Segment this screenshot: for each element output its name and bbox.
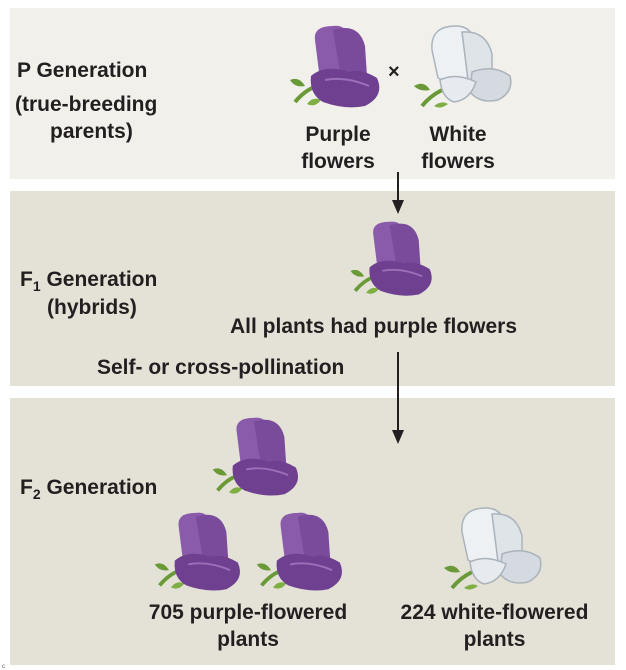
purple-flower-icon [290, 25, 380, 108]
p-generation-title: P Generation [17, 59, 148, 82]
pollination-label: Self- or cross-pollination [97, 356, 345, 379]
purple-flower-icon [154, 512, 240, 591]
f1-title-subscript: 1 [32, 278, 41, 295]
f1-title-suffix: Generation [40, 268, 158, 291]
f1-result-label: All plants had purple flowers [230, 315, 518, 338]
f2-generation-title: F2 Generation [20, 474, 157, 508]
purple-flower-icon [256, 512, 342, 591]
f2-title-subscript: 2 [32, 486, 41, 503]
f1-generation-subtitle: (hybrids) [47, 296, 137, 319]
f1-generation-title: F1 Generation [20, 266, 157, 300]
f1-title-prefix: F [20, 268, 33, 291]
white-flowers-label-line1: White [429, 123, 487, 146]
p-generation-subtitle-line1: (true-breeding [15, 93, 158, 116]
arrow-p-to-f1-head [392, 200, 404, 214]
arrow-p-to-f1-line [397, 172, 399, 202]
purple-flower-icon [350, 221, 432, 296]
f2-white-count-line1: 224 white-flowered [400, 601, 589, 624]
p-generation-subtitle-line2: parents) [50, 120, 133, 143]
white-flower-icon [444, 507, 542, 590]
f2-purple-count-line1: 705 purple-flowered [148, 601, 348, 624]
f2-title-prefix: F [20, 476, 33, 499]
cross-symbol: × [388, 61, 400, 83]
f2-title-suffix: Generation [40, 476, 158, 499]
p-generation-panel [10, 8, 615, 179]
purple-flowers-label-line2: flowers [301, 150, 375, 173]
white-flower-icon [414, 25, 512, 108]
purple-flower-icon [212, 417, 298, 496]
f2-white-count-line2: plants [463, 628, 526, 651]
f2-purple-count-line2: plants [217, 628, 279, 651]
corner-mark: c [2, 664, 5, 670]
white-flowers-label-line2: flowers [421, 150, 495, 173]
purple-flowers-label-line1: Purple [305, 123, 371, 146]
arrow-f1-to-f2-head [392, 430, 404, 444]
arrow-f1-to-f2-line [397, 352, 399, 432]
f1-generation-panel [10, 191, 615, 386]
